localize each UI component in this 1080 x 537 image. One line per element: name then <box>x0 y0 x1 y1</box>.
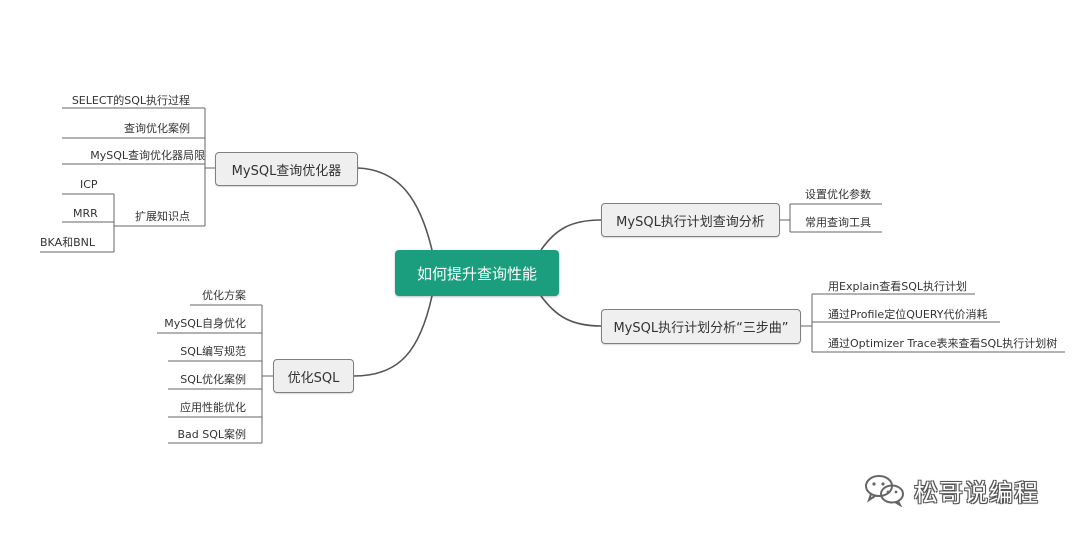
leaf-app-performance[interactable]: 应用性能优化 <box>180 401 246 414</box>
leaf-optimizer-limits[interactable]: MySQL查询优化器局限 <box>90 149 205 162</box>
branch-optimize-sql[interactable]: 优化SQL <box>273 359 354 393</box>
leaf-optimize-plan[interactable]: 优化方案 <box>202 289 246 302</box>
leaf-optimizer-trace[interactable]: 通过Optimizer Trace表来查看SQL执行计划树 <box>828 337 1058 350</box>
link-root-optimizer <box>357 167 433 251</box>
leaf-query-optimize-case[interactable]: 查询优化案例 <box>124 122 190 135</box>
watermark-text: 松哥说编程 <box>914 478 1039 507</box>
leaf-sql-writing-rules[interactable]: SQL编写规范 <box>180 345 246 358</box>
leaf-icp[interactable]: ICP <box>80 177 98 191</box>
leaf-mrr[interactable]: MRR <box>73 206 98 220</box>
watermark: 松哥说编程 <box>864 470 1039 510</box>
leaf-mysql-self-optimize[interactable]: MySQL自身优化 <box>164 317 246 330</box>
leaf-set-optimize-params[interactable]: 设置优化参数 <box>805 188 871 201</box>
wechat-icon <box>865 475 904 507</box>
link-root-optimize-sql <box>353 295 433 377</box>
branch-mysql-optimizer[interactable]: MySQL查询优化器 <box>215 152 358 186</box>
branch-exec-plan-analysis[interactable]: MySQL执行计划查询分析 <box>601 203 780 237</box>
branch-three-steps[interactable]: MySQL执行计划分析“三步曲” <box>601 309 801 344</box>
leaf-bka-bnl[interactable]: BKA和BNL <box>40 236 95 249</box>
leaf-explain[interactable]: 用Explain查看SQL执行计划 <box>828 280 968 293</box>
leaf-bad-sql-case[interactable]: Bad SQL案例 <box>177 428 246 441</box>
leaf-sql-optimize-case[interactable]: SQL优化案例 <box>180 373 246 386</box>
leaf-common-query-tools[interactable]: 常用查询工具 <box>805 216 871 229</box>
link-root-exec-plan <box>540 219 602 251</box>
leaf-ext-knowledge[interactable]: 扩展知识点 <box>135 210 190 223</box>
leaf-select-sql-process[interactable]: SELECT的SQL执行过程 <box>71 94 190 107</box>
leaf-profile[interactable]: 通过Profile定位QUERY代价消耗 <box>828 308 988 321</box>
link-root-three-steps <box>540 295 602 327</box>
root-node[interactable]: 如何提升查询性能 <box>395 250 559 296</box>
